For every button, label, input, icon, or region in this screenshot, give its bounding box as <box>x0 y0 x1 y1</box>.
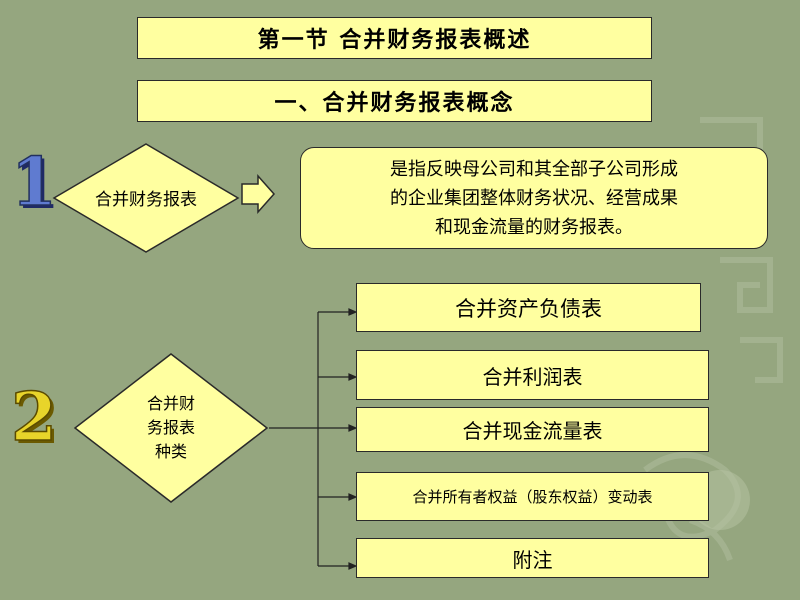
category-diamond-label: 合并财 务报表 种类 <box>146 394 195 461</box>
definition-line: 是指反映母公司和其全部子公司形成 <box>390 158 678 180</box>
category-equity-changes-statement: 合并所有者权益（股东权益）变动表 <box>356 472 709 521</box>
svg-text:2: 2 <box>14 385 60 450</box>
category-balance-sheet: 合并资产负债表 <box>356 283 701 332</box>
section-title: 第一节 合并财务报表概述 <box>137 17 652 59</box>
numeral-1-icon: 1 1 <box>10 150 60 215</box>
subsection-title: 一、合并财务报表概念 <box>137 80 652 122</box>
svg-text:1: 1 <box>11 150 57 215</box>
term-label: 合并财务报表 <box>95 190 197 210</box>
numeral-2-icon: 2 2 <box>10 385 60 450</box>
category-diamond <box>73 353 269 503</box>
svg-text:1: 1 <box>14 150 60 215</box>
definition-line: 的企业集团整体财务状况、经营成果 <box>390 187 678 209</box>
category-notes: 附注 <box>356 538 709 578</box>
term-diamond <box>52 143 240 253</box>
category-income-statement: 合并利润表 <box>356 350 709 400</box>
svg-text:2: 2 <box>11 385 57 450</box>
category-cash-flow-statement: 合并现金流量表 <box>356 407 709 452</box>
definition-box: 是指反映母公司和其全部子公司形成 的企业集团整体财务状况、经营成果 和现金流量的… <box>300 147 768 249</box>
right-arrow-icon <box>241 174 276 214</box>
definition-line: 和现金流量的财务报表。 <box>435 216 633 238</box>
